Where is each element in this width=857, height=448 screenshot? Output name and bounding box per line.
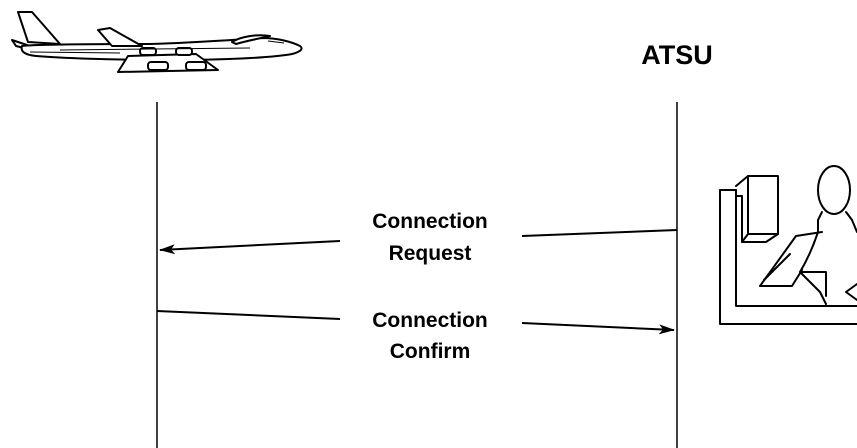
- connection-confirm-line1: Connection: [372, 309, 488, 332]
- connection-request-line1: Connection: [372, 210, 488, 233]
- connection-confirm-line2: Confirm: [389, 340, 471, 363]
- connection-request-arrow-tail: [521, 229, 678, 237]
- connection-confirm-arrow-tail: [156, 310, 341, 320]
- airplane-cheatline: [29, 51, 121, 54]
- atsu-label: ATSU: [641, 40, 713, 70]
- airplane-windows: [59, 40, 285, 51]
- airplane-icon: [11, 11, 303, 73]
- connection-confirm-arrow: [521, 322, 675, 335]
- connection-request-line2: Request: [388, 242, 472, 265]
- connection-request-arrow: [159, 240, 341, 255]
- controller-workstation-icon: [719, 165, 857, 325]
